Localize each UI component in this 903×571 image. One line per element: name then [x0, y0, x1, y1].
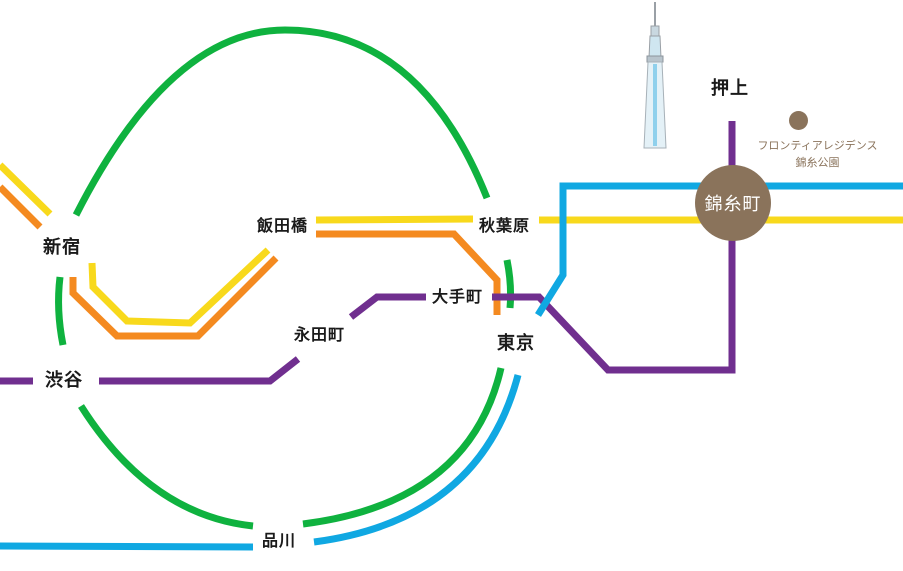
yamanote-line-southwest — [78, 404, 254, 530]
station-akihabara: 秋葉原 — [479, 216, 531, 235]
residence-label: フロンティアレジデンス 錦糸公園 — [745, 137, 890, 171]
yamanote-line-north — [72, 26, 491, 217]
residence-park: 錦糸公園 — [795, 156, 840, 169]
station-oshiage: 押上 — [711, 78, 749, 99]
yamanote-line-southeast — [302, 367, 505, 528]
blue-line-west — [0, 542, 254, 551]
station-shibuya: 渋谷 — [45, 370, 83, 391]
station-shinjuku: 新宿 — [43, 237, 81, 258]
residence-location-marker — [789, 111, 808, 130]
chuo-line-loop — [69, 255, 279, 340]
chuo-line-west — [0, 184, 43, 230]
yamanote-line-east — [503, 259, 515, 309]
sobu-line-west — [0, 162, 53, 217]
hanzomon-line-otemachi-kinshicho — [492, 237, 736, 374]
hanzomon-line-nagatacho-otemachi — [348, 293, 426, 320]
station-otemachi: 大手町 — [432, 287, 484, 306]
hanzomon-line-shibuya-nagatacho — [99, 356, 301, 385]
sobu-line-iidabashi-akihabara — [315, 215, 474, 224]
station-kinshicho-hub: 錦糸町 — [695, 165, 771, 241]
sobu-line-loop — [88, 247, 271, 327]
tokyo-skytree-icon — [643, 2, 667, 149]
station-iidabashi: 飯田橋 — [257, 216, 309, 235]
yamanote-line-west — [55, 276, 67, 346]
residence-name: フロンティアレジデンス — [757, 139, 878, 152]
station-nagatacho: 永田町 — [294, 325, 346, 344]
blue-line-shinagawa-tokyo — [313, 374, 522, 546]
station-shinagawa: 品川 — [262, 531, 297, 550]
station-tokyo: 東京 — [497, 333, 535, 354]
